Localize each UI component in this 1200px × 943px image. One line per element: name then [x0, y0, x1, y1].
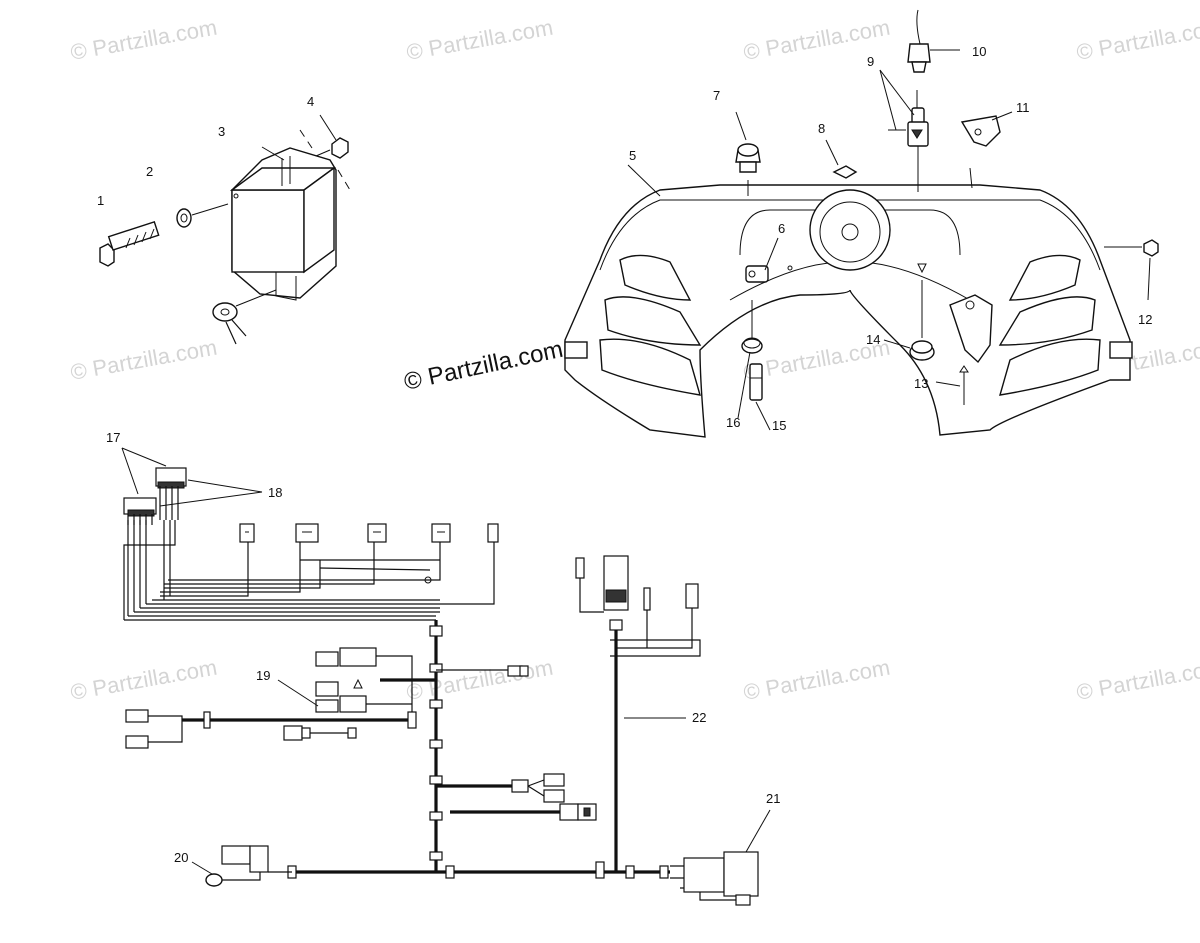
- watermark: © Partzilla.com: [69, 655, 219, 705]
- callout-20: 20: [174, 850, 188, 865]
- screw-part-12: [1104, 239, 1159, 301]
- callout-4: 4: [307, 94, 314, 109]
- callout-13: 13: [914, 376, 928, 391]
- fuse-part-15: [749, 363, 771, 431]
- grommet-part-16: [737, 300, 763, 419]
- watermark: © Partzilla.com: [742, 655, 892, 705]
- callout-15: 15: [772, 418, 786, 433]
- callout-21: 21: [766, 791, 780, 806]
- ring-terminal: [212, 289, 277, 345]
- callout-11: 11: [1016, 100, 1030, 115]
- watermark: © Partzilla.com: [69, 15, 219, 65]
- callout-10: 10: [972, 44, 986, 59]
- washer-part-2: [176, 203, 229, 228]
- bolt-part-1: [99, 220, 160, 267]
- watermark: © Partzilla.com: [405, 15, 555, 65]
- callout-3: 3: [218, 124, 225, 139]
- callout-17: 17: [106, 430, 120, 445]
- callout-2: 2: [146, 164, 153, 179]
- callout-14: 14: [866, 332, 880, 347]
- wiring-harness: [121, 447, 771, 906]
- watermark: © Partzilla.com: [69, 335, 219, 385]
- screw-part-13: [935, 365, 969, 405]
- watermark: © Partzilla.com: [1075, 15, 1200, 65]
- grommet-part-14: [883, 280, 935, 361]
- clip-part-11: [960, 111, 1013, 189]
- callout-5: 5: [629, 148, 636, 163]
- callout-9: 9: [867, 54, 874, 69]
- nut-part-4: [299, 114, 351, 191]
- plate-part-8: [825, 139, 858, 179]
- callout-8: 8: [818, 121, 825, 136]
- callout-12: 12: [1138, 312, 1152, 327]
- callout-6: 6: [778, 221, 785, 236]
- callout-22: 22: [692, 710, 706, 725]
- callout-19: 19: [256, 668, 270, 683]
- module-part-3: [229, 146, 337, 301]
- bulb-part-10: [907, 9, 960, 73]
- switch-part-9: [879, 69, 929, 192]
- console-part-5: [564, 164, 1133, 438]
- callout-18: 18: [268, 485, 282, 500]
- knob-part-7: [735, 111, 761, 196]
- watermark: © Partzilla.com: [1075, 655, 1200, 705]
- callout-1: 1: [97, 193, 104, 208]
- callout-7: 7: [713, 88, 720, 103]
- callouts: 1 2 3 4 5 6 7 8 9 10 11 12 13 14 15 16 1…: [97, 44, 1152, 865]
- callout-16: 16: [726, 415, 740, 430]
- leader-6: [764, 237, 779, 271]
- watermark-main: © Partzilla.com: [402, 336, 566, 396]
